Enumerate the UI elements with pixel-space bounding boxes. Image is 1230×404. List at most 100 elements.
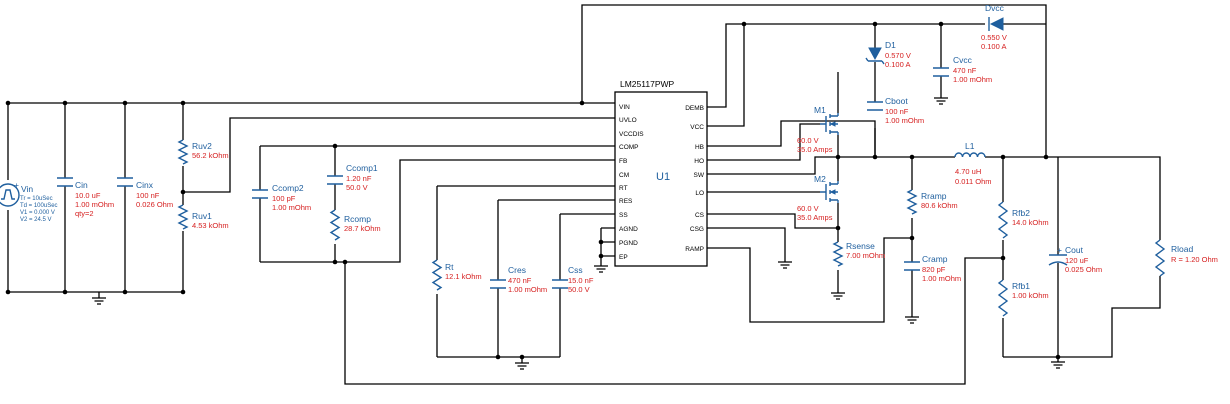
cout-value: 0.025 Ohm	[1065, 265, 1102, 274]
mosfet-m2[interactable]: M2 60.0 V 35.0 Amps	[797, 174, 839, 222]
pin-cs: CS	[695, 212, 705, 219]
cboot-value: 1.00 mOhm	[885, 116, 924, 125]
source-vin[interactable]: + Vin Tr = 10uSec Td = 100uSec V1 = 0.00…	[0, 180, 58, 223]
resistor-rsense[interactable]: Rsense 7.00 mOhm	[832, 241, 885, 267]
ccomp1-value: 50.0 V	[346, 183, 368, 192]
m1-label: M1	[814, 105, 826, 115]
rt-label: Rt	[445, 262, 454, 272]
pin-vcc: VCC	[690, 124, 704, 131]
resistor-rload[interactable]: Rload R = 1.20 Ohm	[1154, 239, 1218, 277]
cin-label: Cin	[75, 180, 88, 190]
mosfet-m1[interactable]: M1 60.0 V 35.0 Amps	[797, 105, 839, 154]
resistor-rfb2[interactable]: Rfb2 14.0 kOhm	[997, 201, 1049, 239]
resistor-ruv2[interactable]: Ruv2 56.2 kOhm	[177, 139, 229, 165]
ccomp1-label: Ccomp1	[346, 163, 378, 173]
m2-value: 60.0 V	[797, 204, 819, 213]
capacitor-ccomp1[interactable]: Ccomp1 1.20 nF 50.0 V	[327, 163, 378, 192]
pin-ho: HO	[694, 158, 704, 165]
ruv1-value: 4.53 kOhm	[192, 221, 229, 230]
cout-value: 120 uF	[1065, 256, 1089, 265]
ground-symbols	[92, 97, 1065, 370]
diode-d1[interactable]: D1 0.570 V 0.100 A	[865, 40, 911, 69]
rramp-label: Rramp	[921, 191, 947, 201]
cvcc-label: Cvcc	[953, 55, 973, 65]
source-param: Tr = 10uSec	[20, 196, 53, 202]
junctions	[5, 21, 1061, 360]
ground-symbol	[594, 265, 608, 273]
capacitor-cvcc[interactable]: Cvcc 470 nF 1.00 mOhm	[933, 55, 992, 84]
ground-symbol	[905, 316, 919, 324]
source-param: V2 = 24.5 V	[20, 217, 52, 223]
d1-label: D1	[885, 40, 896, 50]
pin-cm: CM	[619, 172, 629, 179]
ruv1-label: Ruv1	[192, 211, 212, 221]
cinx-value: 0.026 Ohm	[136, 200, 173, 209]
m1-value: 60.0 V	[797, 136, 819, 145]
ground-symbol	[1051, 361, 1065, 369]
resistor-rcomp[interactable]: Rcomp 28.7 kOhm	[329, 209, 381, 241]
source-plus-sign: +	[14, 180, 19, 190]
pin-ss: SS	[619, 212, 628, 219]
pin-vccdis: VCCDIS	[619, 131, 644, 138]
css-label: Css	[568, 265, 583, 275]
rfb2-label: Rfb2	[1012, 208, 1030, 218]
cramp-label: Cramp	[922, 254, 948, 264]
resistor-ruv1[interactable]: Ruv1 4.53 kOhm	[177, 204, 229, 230]
ground-symbol	[92, 292, 106, 305]
ground-symbol	[934, 97, 948, 105]
dvcc-label: Dvcc	[985, 3, 1005, 13]
cvcc-value: 470 nF	[953, 66, 977, 75]
l1-value: 0.011 Ohm	[955, 177, 992, 186]
cboot-label: Cboot	[885, 96, 908, 106]
capacitor-css[interactable]: Css 15.0 nF 50.0 V	[552, 265, 594, 294]
pin-agnd: AGND	[619, 226, 638, 233]
capacitor-cres[interactable]: Cres 470 nF 1.00 mOhm	[490, 265, 547, 294]
capacitor-ccomp2[interactable]: Ccomp2 100 pF 1.00 mOhm	[252, 183, 311, 212]
cvcc-value: 1.00 mOhm	[953, 75, 992, 84]
ic-part-label: LM25117PWP	[620, 79, 675, 89]
ruv2-value: 56.2 kOhm	[192, 151, 229, 160]
cres-value: 1.00 mOhm	[508, 285, 547, 294]
pin-hb: HB	[695, 144, 704, 151]
cout-label: Cout	[1065, 245, 1084, 255]
ground-symbol	[778, 261, 792, 269]
source-label: Vin	[21, 184, 33, 194]
resistor-rfb1[interactable]: Rfb1 1.00 kOhm	[997, 279, 1049, 317]
pin-rt: RT	[619, 185, 628, 192]
capacitor-cout[interactable]: + Cout 120 uF 0.025 Ohm	[1048, 245, 1102, 274]
inductor-l1[interactable]: L1 4.70 uH 0.011 Ohm	[954, 141, 992, 186]
cinx-value: 100 nF	[136, 191, 160, 200]
capacitor-cramp[interactable]: Cramp 820 pF 1.00 mOhm	[904, 254, 961, 283]
dvcc-value: 0.550 V	[981, 33, 1007, 42]
ruv2-label: Ruv2	[192, 141, 212, 151]
cramp-value: 1.00 mOhm	[922, 274, 961, 283]
cres-label: Cres	[508, 265, 526, 275]
resistor-rt[interactable]: Rt 12.1 kOhm	[431, 259, 482, 291]
rcomp-label: Rcomp	[344, 214, 371, 224]
diode-dvcc[interactable]: Dvcc 0.550 V 0.100 A	[981, 3, 1007, 51]
cin-value: qty=2	[75, 209, 94, 218]
pin-sw: SW	[694, 172, 705, 179]
pin-ramp: RAMP	[685, 246, 704, 253]
rload-value: R = 1.20 Ohm	[1171, 255, 1218, 264]
capacitor-cin[interactable]: Cin 10.0 uF 1.00 mOhm qty=2	[57, 177, 114, 218]
ccomp2-label: Ccomp2	[272, 183, 304, 193]
capacitor-cinx[interactable]: Cinx 100 nF 0.026 Ohm	[117, 177, 173, 209]
cin-value: 1.00 mOhm	[75, 200, 114, 209]
rload-label: Rload	[1171, 244, 1193, 254]
pin-res: RES	[619, 198, 633, 205]
rfb1-value: 1.00 kOhm	[1012, 291, 1049, 300]
l1-value: 4.70 uH	[955, 167, 981, 176]
rt-value: 12.1 kOhm	[445, 272, 482, 281]
pin-csg: CSG	[690, 226, 704, 233]
resistor-rramp[interactable]: Rramp 80.6 kOhm	[906, 189, 958, 215]
capacitor-cboot[interactable]: Cboot 100 nF 1.00 mOhm	[867, 96, 924, 125]
ccomp1-value: 1.20 nF	[346, 174, 372, 183]
rsense-label: Rsense	[846, 241, 875, 251]
ground-symbol	[831, 292, 845, 300]
dvcc-value: 0.100 A	[981, 42, 1006, 51]
pin-fb: FB	[619, 158, 627, 165]
cout-plus-sign: +	[1057, 245, 1062, 255]
ic-u1[interactable]: LM25117PWP U1 VIN UVLO VCCDIS COMP FB CM…	[614, 79, 708, 267]
